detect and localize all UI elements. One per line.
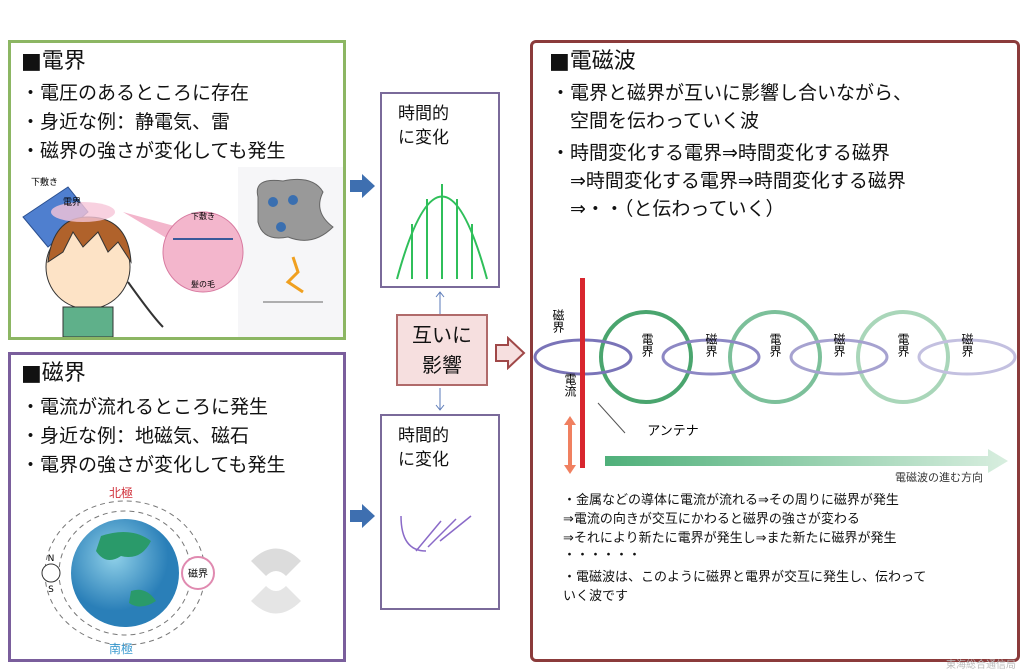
note-line: ・電磁波は、このように磁界と電界が交互に発生し、伝わって xyxy=(563,570,927,585)
mutual-line: 影響 xyxy=(422,353,462,377)
em-wave-line: ⇒時間変化する電界⇒時間変化する磁界 xyxy=(551,170,906,192)
loop-label: 磁界 xyxy=(960,332,974,358)
up-arrow-icon xyxy=(435,291,445,314)
time-varying-label: 時間的に変化 xyxy=(398,104,449,148)
loop-label: 電界 xyxy=(640,333,654,358)
label-antenna: アンテナ xyxy=(647,424,698,439)
label-south-pole: 南極 xyxy=(109,641,133,656)
em-wave-line: 空間を伝わっていく波 xyxy=(551,110,760,132)
em-wave-line: ・電界と磁界が互いに影響し合いながら、 xyxy=(551,82,913,104)
right-arrow-icon xyxy=(350,504,375,528)
down-arrow-icon xyxy=(435,388,445,411)
label-magnetic-field: 磁界 xyxy=(188,567,208,580)
antenna xyxy=(580,278,585,468)
em-wave-diagram: 磁界 電流 アンテナ 電界 磁界 電界 磁界 電界 磁界 電磁波の進む方向 xyxy=(533,278,1017,483)
compass-s: S xyxy=(48,585,54,595)
magnetic-field-title: ■磁界 xyxy=(21,361,86,386)
magnet-icon xyxy=(251,548,301,614)
watermark: 東海総合通信局 xyxy=(946,660,1016,671)
current-arrow-icon xyxy=(564,416,576,474)
magnetic-field-lines-icon xyxy=(400,515,472,552)
note-line: ⇒それにより新たに電界が発生し⇒また新たに磁界が発生 xyxy=(563,531,897,546)
time-varying-electric-box: 時間的に変化 xyxy=(380,92,500,288)
label-direction: 電磁波の進む方向 xyxy=(895,470,983,483)
mutual-line: 互いに xyxy=(412,323,472,347)
magnetic-field-panel: ■磁界 ・電流が流れるところに発生 ・身近な例：地磁気、磁石 ・電界の強さが変化… xyxy=(8,352,346,662)
electric-field-title: ■電界 xyxy=(21,49,86,74)
magnetic-field-bullet: ・電流が流れるところに発生 xyxy=(21,396,269,418)
earth-magnetism-illustration: 北極 南極 磁界 N S xyxy=(39,485,301,657)
em-wave-title: ■電磁波 xyxy=(549,49,636,74)
electric-field-panel: ■電界 ・電圧のあるところに存在 ・身近な例：静電気、雷 ・磁界の強さが変化して… xyxy=(8,40,346,340)
note-line: ・・・・・・ xyxy=(563,548,642,563)
loop-label: 磁界 xyxy=(832,332,846,358)
label-magnetic-field: 磁界 xyxy=(551,308,565,334)
label-shitajiki: 下敷き xyxy=(31,176,58,188)
mutual-influence-box: 互いに 影響 xyxy=(396,314,488,386)
electric-field-bullet: ・電圧のあるところに存在 xyxy=(21,82,250,104)
compass-n: N xyxy=(48,554,55,564)
antenna-pointer xyxy=(597,402,626,434)
label-current: 電流 xyxy=(563,373,577,397)
electric-field-bullet: ・磁界の強さが変化しても発生 xyxy=(21,140,286,162)
static-electricity-illustration: 下敷き 電界 下敷き 髪の毛 xyxy=(22,167,343,337)
loop-label: 磁界 xyxy=(704,332,718,358)
note-line: いく波です xyxy=(563,589,629,604)
time-varying-label: 時間的に変化 xyxy=(398,426,449,470)
electric-field-bullet: ・身近な例：静電気、雷 xyxy=(21,111,231,133)
label-inset-shitajiki: 下敷き xyxy=(191,211,215,221)
loop-label: 電界 xyxy=(896,333,910,358)
magnetic-field-bullet: ・電界の強さが変化しても発生 xyxy=(21,454,286,476)
label-north-pole: 北極 xyxy=(109,485,133,500)
right-arrow-icon xyxy=(350,174,375,198)
magnetic-field-bullet: ・身近な例：地磁気、磁石 xyxy=(21,425,250,447)
label-hair: 髪の毛 xyxy=(191,279,215,289)
em-wave-line: ⇒・・（と伝わっていく） xyxy=(551,198,785,220)
loop-label: 電界 xyxy=(768,333,782,358)
label-denkai: 電界 xyxy=(63,197,81,208)
time-varying-magnetic-box: 時間的に変化 xyxy=(380,414,500,610)
electric-field-lines-icon xyxy=(396,184,488,280)
note-line: ⇒電流の向きが交互にかわると磁界の強さが変わる xyxy=(563,512,860,527)
em-wave-panel: ■電磁波 ・電界と磁界が互いに影響し合いながら、 空間を伝わっていく波 ・時間変… xyxy=(530,40,1020,662)
direction-arrow xyxy=(605,449,1008,473)
em-wave-line: ・時間変化する電界⇒時間変化する磁界 xyxy=(551,142,890,164)
note-line: ・金属などの導体に電流が流れる⇒その周りに磁界が発生 xyxy=(563,493,899,508)
hollow-right-arrow-icon xyxy=(495,336,526,370)
